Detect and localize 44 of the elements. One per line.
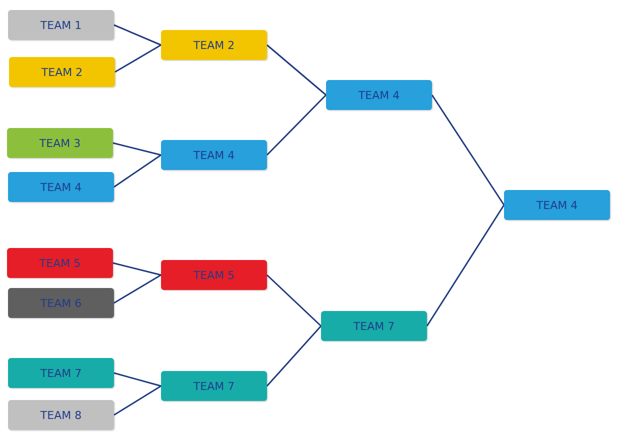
connector-line [266, 274, 322, 327]
team-name: TEAM 4 [193, 148, 235, 162]
team-name: TEAM 4 [40, 180, 82, 194]
connector-line [114, 274, 162, 304]
connector-line [266, 326, 322, 386]
team-box [161, 30, 267, 60]
team-box [321, 311, 427, 341]
team-box [8, 172, 114, 202]
team-name: TEAM 6 [40, 296, 82, 310]
connector-line [431, 94, 505, 206]
connector-line [114, 24, 162, 46]
connector-line [114, 154, 162, 188]
team-name: TEAM 7 [353, 320, 395, 332]
connector-line [114, 372, 162, 387]
team-box [161, 260, 267, 290]
team-box [8, 10, 114, 40]
team-name: TEAM 4 [536, 198, 578, 212]
team-box [9, 57, 115, 87]
connector-line [114, 385, 162, 416]
team-name: TEAM 7 [193, 380, 235, 392]
team-box [161, 140, 267, 170]
team-name: TEAM 5 [39, 256, 81, 270]
team-box [326, 80, 432, 110]
team-box [504, 190, 610, 220]
team-name: TEAM 3 [39, 136, 81, 150]
team-name: TEAM 4 [358, 88, 400, 102]
connector-line [266, 94, 327, 156]
connector-line [426, 204, 505, 326]
connector-line [114, 44, 162, 73]
team-box [8, 358, 114, 388]
team-name: TEAM 2 [41, 66, 83, 78]
team-name: TEAM 7 [40, 366, 82, 380]
team-name: TEAM 1 [40, 18, 82, 32]
connector-line [112, 142, 162, 156]
team-name: TEAM 5 [193, 268, 235, 282]
team-name: TEAM 8 [40, 408, 82, 422]
team-name: TEAM 2 [193, 38, 235, 52]
team-box [161, 371, 267, 401]
connector-line [266, 44, 326, 96]
team-box [8, 400, 114, 430]
connector-line [112, 262, 162, 276]
team-box [7, 248, 113, 278]
team-box [8, 288, 114, 318]
team-box [7, 128, 113, 158]
